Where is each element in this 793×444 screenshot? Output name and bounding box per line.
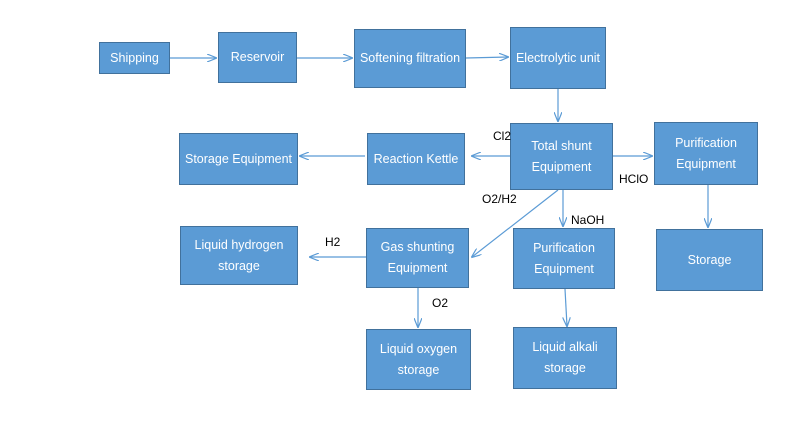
label-o2: O2 bbox=[432, 296, 449, 310]
liquid-hydrogen-storage-box: Liquid hydrogen storage bbox=[180, 226, 298, 285]
total-shunt-equipment-box: Total shunt Equipment bbox=[510, 123, 613, 190]
storage-equipment-box: Storage Equipment bbox=[179, 133, 298, 185]
reservoir-box: Reservoir bbox=[218, 32, 297, 83]
purification-equipment-right-box: Purification Equipment bbox=[654, 122, 758, 185]
purification-equipment-mid-box: Purification Equipment bbox=[513, 228, 615, 289]
arrow-purification-mid-to-liquid-alkali bbox=[565, 288, 567, 326]
label-h2: H2 bbox=[325, 235, 341, 249]
electrolytic-unit-box: Electrolytic unit bbox=[510, 27, 606, 89]
shipping-box: Shipping bbox=[99, 42, 170, 74]
gas-shunting-equipment-box: Gas shunting Equipment bbox=[366, 228, 469, 288]
reaction-kettle-box: Reaction Kettle bbox=[367, 133, 465, 185]
softening-filtration-box: Softening filtration bbox=[354, 29, 466, 88]
liquid-oxygen-storage-box: Liquid oxygen storage bbox=[366, 329, 471, 390]
label-o2-h2: O2/H2 bbox=[482, 192, 517, 206]
label-cl2: Cl2 bbox=[493, 129, 512, 143]
arrow-total-shunt-to-gas-shunting bbox=[472, 189, 559, 257]
label-hclo: HClO bbox=[619, 172, 649, 186]
arrow-softening-to-electrolytic bbox=[465, 57, 508, 58]
liquid-alkali-storage-box: Liquid alkali storage bbox=[513, 327, 617, 389]
label-naoh: NaOH bbox=[571, 213, 605, 227]
storage-box: Storage bbox=[656, 229, 763, 291]
